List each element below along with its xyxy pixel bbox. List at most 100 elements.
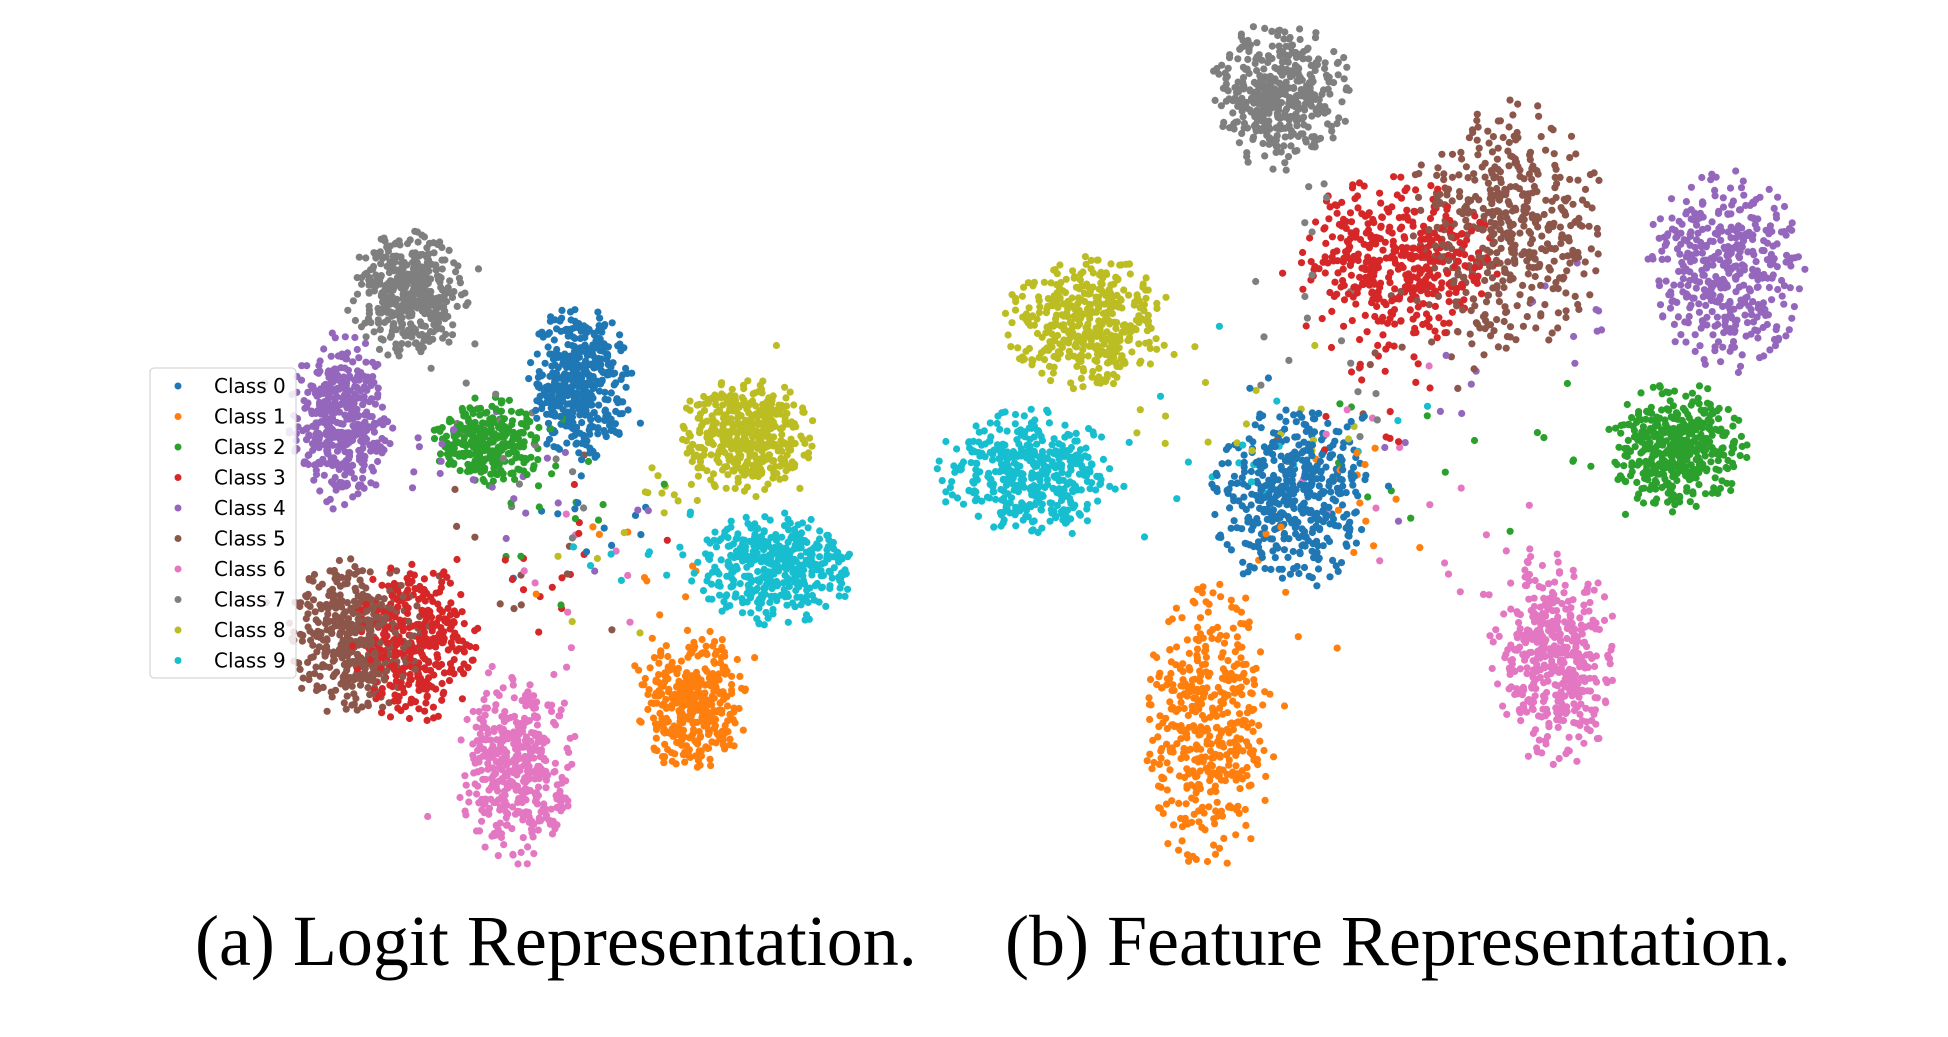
scatter-point-class-8 xyxy=(658,489,666,497)
scatter-point-class-8 xyxy=(688,457,696,466)
scatter-point-class-4 xyxy=(334,442,342,450)
scatter-point-class-2 xyxy=(508,417,517,425)
scatter-point-class-5 xyxy=(296,665,304,674)
scatter-point-class-1 xyxy=(689,698,697,707)
scatter-point-class-8 xyxy=(736,454,744,462)
scatter-point-class-6 xyxy=(512,741,520,749)
scatter-point-class-9 xyxy=(705,555,714,564)
scatter-point-class-6 xyxy=(1608,612,1616,620)
scatter-point-class-3 xyxy=(430,714,438,722)
scatter-point-class-1 xyxy=(648,634,656,642)
scatter-point-class-5 xyxy=(1493,155,1501,163)
scatter-point-class-5 xyxy=(299,674,307,682)
scatter-point-class-6 xyxy=(1376,557,1384,565)
scatter-point-class-4 xyxy=(317,410,325,418)
scatter-point-class-8 xyxy=(620,529,628,537)
scatter-point-class-1 xyxy=(703,667,711,675)
scatter-point-class-7 xyxy=(569,468,577,476)
scatter-point-class-8 xyxy=(756,381,764,389)
scatter-point-class-5 xyxy=(298,684,306,692)
scatter-point-class-0 xyxy=(615,430,623,438)
scatter-point-class-0 xyxy=(570,348,579,356)
scatter-point-class-1 xyxy=(712,715,720,724)
scatter-point-class-0 xyxy=(543,398,551,406)
scatter-point-class-8 xyxy=(772,341,781,350)
scatter-point-class-6 xyxy=(465,789,473,797)
scatter-point-class-2 xyxy=(479,463,487,471)
scatter-point-class-4 xyxy=(343,349,352,357)
scatter-point-class-5 xyxy=(309,577,317,585)
scatter-point-class-7 xyxy=(413,303,422,311)
scatter-point-class-6 xyxy=(472,723,480,731)
scatter-point-class-7 xyxy=(433,272,442,280)
scatter-point-class-4 xyxy=(371,400,379,408)
scatter-point-class-1 xyxy=(676,718,684,726)
scatter-point-class-3 xyxy=(369,575,377,584)
scatter-point-class-8 xyxy=(644,489,652,497)
scatter-point-class-7 xyxy=(580,504,588,512)
scatter-point-class-7 xyxy=(436,238,444,246)
scatter-point-class-3 xyxy=(420,628,428,636)
scatter-point-class-4 xyxy=(330,454,338,462)
scatter-point-class-1 xyxy=(724,728,732,736)
scatter-point-class-4 xyxy=(1713,313,1721,321)
scatter-point-class-6 xyxy=(520,777,528,785)
scatter-point-class-6 xyxy=(480,745,488,753)
scatter-point-class-4 xyxy=(350,474,358,482)
scatter-point-class-4 xyxy=(330,404,338,412)
scatter-point-class-1 xyxy=(721,670,729,678)
scatter-point-class-4 xyxy=(1785,326,1793,334)
scatter-point-class-5 xyxy=(344,615,353,623)
scatter-point-class-3 xyxy=(392,651,400,659)
scatter-point-class-6 xyxy=(527,752,535,761)
scatter-point-class-6 xyxy=(1553,550,1561,558)
scatter-point-class-4 xyxy=(1656,301,1665,309)
scatter-point-class-3 xyxy=(423,716,431,725)
scatter-point-class-9 xyxy=(1097,433,1106,441)
scatter-point-class-8 xyxy=(713,408,721,416)
scatter-point-class-6 xyxy=(531,579,539,587)
scatter-point-class-1 xyxy=(641,674,649,683)
scatter-point-class-8 xyxy=(734,413,743,421)
scatter-point-class-0 xyxy=(555,393,563,401)
scatter-point-class-5 xyxy=(350,597,358,606)
scatter-point-class-1 xyxy=(640,681,648,689)
scatter-point-class-7 xyxy=(362,333,370,341)
scatter-point-class-5 xyxy=(323,636,331,644)
scatter-point-class-4 xyxy=(359,439,367,447)
scatter-point-class-8 xyxy=(751,389,759,397)
scatter-point-class-1 xyxy=(701,689,709,697)
scatter-point-class-8 xyxy=(744,377,752,385)
scatter-point-class-8 xyxy=(796,484,804,492)
scatter-point-class-4 xyxy=(329,441,337,449)
scatter-point-class-8 xyxy=(766,425,774,433)
scatter-point-class-2 xyxy=(430,435,439,443)
scatter-point-class-7 xyxy=(367,319,375,327)
scatter-point-class-0 xyxy=(599,368,607,377)
scatter-point-class-0 xyxy=(601,406,610,414)
scatter-point-class-8 xyxy=(712,401,720,409)
scatter-point-class-1 xyxy=(660,753,669,761)
scatter-point-class-7 xyxy=(438,325,446,333)
scatter-point-class-8 xyxy=(776,475,784,483)
scatter-point-class-7 xyxy=(440,292,448,300)
scatter-point-class-8 xyxy=(695,443,703,452)
scatter-point-class-5 xyxy=(379,703,387,711)
scatter-point-class-6 xyxy=(533,714,542,722)
scatter-point-class-7 xyxy=(1296,25,1304,33)
scatter-point-class-1 xyxy=(723,702,732,710)
scatter-point-class-3 xyxy=(425,639,433,647)
scatter-point-class-4 xyxy=(311,435,319,443)
scatter-point-class-5 xyxy=(385,650,393,658)
scatter-point-class-9 xyxy=(803,592,811,600)
scatter-point-class-8 xyxy=(773,470,781,478)
scatter-point-class-9 xyxy=(816,527,824,535)
scatter-point-class-9 xyxy=(738,595,746,603)
scatter-point-class-3 xyxy=(390,579,398,588)
scatter-point-class-0 xyxy=(616,331,624,339)
scatter-point-class-7 xyxy=(375,345,384,353)
scatter-point-class-8 xyxy=(724,471,732,479)
scatter-point-class-4 xyxy=(333,365,341,373)
scatter-point-class-4 xyxy=(350,397,358,405)
scatter-point-class-7 xyxy=(453,302,461,310)
